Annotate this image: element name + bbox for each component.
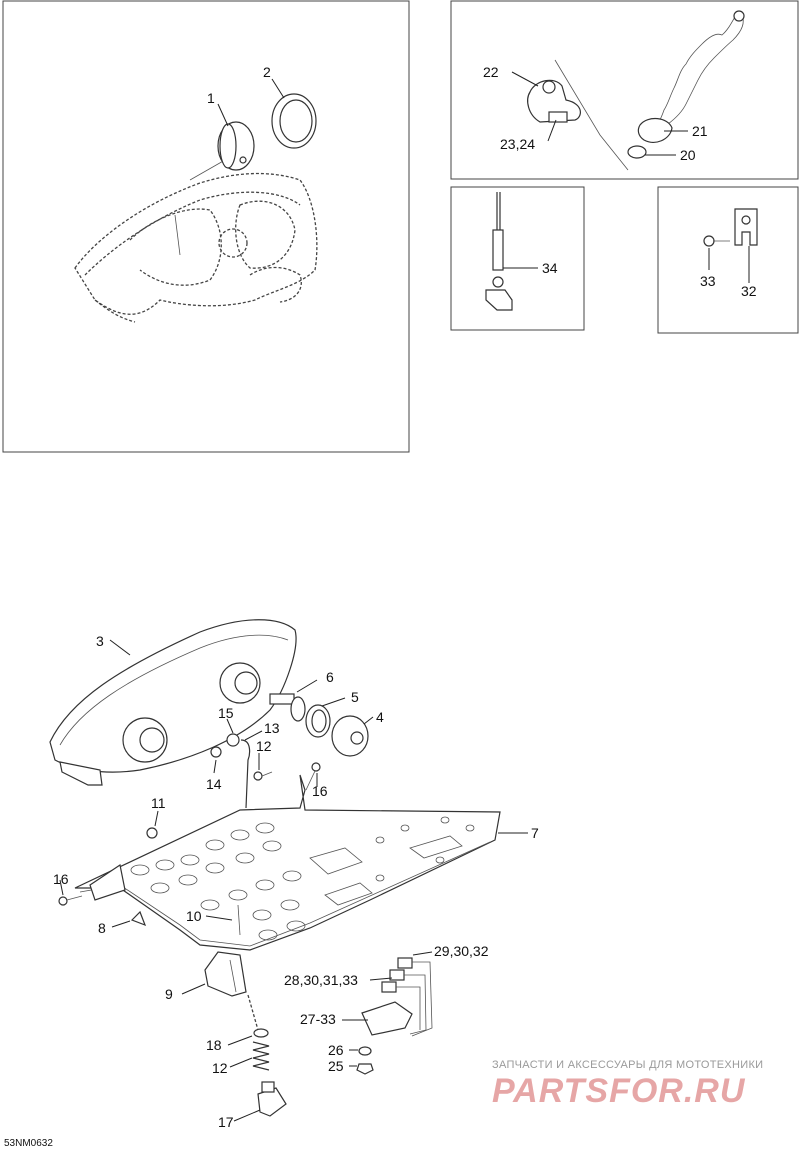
bracket-9 (204, 951, 247, 997)
callout-4: 4 (376, 709, 384, 725)
callout-6: 6 (326, 669, 334, 685)
callout-26: 26 (328, 1042, 344, 1058)
callout-25: 25 (328, 1058, 344, 1074)
watermark-tagline: ЗАПЧАСТИ И АКСЕССУАРЫ ДЛЯ МОТОТЕХНИКИ (492, 1059, 763, 1071)
callout-21: 21 (692, 123, 708, 139)
callout-9: 9 (165, 986, 173, 1002)
callout-22: 22 (483, 64, 499, 80)
callout-8: 8 (98, 920, 106, 936)
headlight-bulb-holder-1 (217, 121, 255, 171)
panel-headlight-housing (2, 0, 410, 453)
callout-13: 13 (264, 720, 280, 736)
callout-12-lower: 12 (212, 1060, 228, 1076)
tether-switch-illustration (527, 10, 745, 171)
panel-sensor (450, 186, 585, 331)
watermark-logo: PARTSFOR.RU (492, 1072, 746, 1110)
callout-27-33: 27-33 (300, 1011, 336, 1027)
callout-16-right: 16 (312, 783, 328, 799)
callout-34: 34 (542, 260, 558, 276)
module-27-33 (361, 957, 433, 1037)
base-plate-7 (74, 774, 501, 951)
knob-17 (257, 1081, 287, 1117)
callout-5: 5 (351, 689, 359, 705)
callout-7: 7 (531, 825, 539, 841)
callout-15: 15 (218, 705, 234, 721)
callout-28-30-31-33: 28,30,31,33 (284, 972, 358, 988)
callout-17: 17 (218, 1114, 234, 1130)
callout-3: 3 (96, 633, 104, 649)
callout-2: 2 (263, 64, 271, 80)
ring-5 (305, 704, 331, 738)
sensor-34-illustration (485, 192, 513, 311)
callout-32: 32 (741, 283, 757, 299)
callout-1: 1 (207, 90, 215, 106)
bulb-6 (269, 693, 306, 722)
callout-11: 11 (151, 795, 166, 811)
callout-23-24: 23,24 (500, 136, 535, 152)
clip-32-illustration (703, 208, 758, 247)
callout-10: 10 (186, 908, 202, 924)
diagram-code: 53NM0632 (4, 1138, 53, 1149)
panel-clip (657, 186, 799, 334)
callout-14: 14 (206, 776, 222, 792)
callout-12-upper: 12 (256, 738, 272, 754)
callout-18: 18 (206, 1037, 222, 1053)
callout-16-left: 16 (53, 871, 69, 887)
panel-tether-switch (450, 0, 799, 180)
headlight-housing-illustration (74, 159, 318, 323)
headlight-retaining-ring-2 (271, 93, 317, 149)
callout-20: 20 (680, 147, 696, 163)
cap-4 (331, 715, 369, 757)
callout-33: 33 (700, 273, 716, 289)
callout-29-30-32: 29,30,32 (434, 943, 489, 959)
